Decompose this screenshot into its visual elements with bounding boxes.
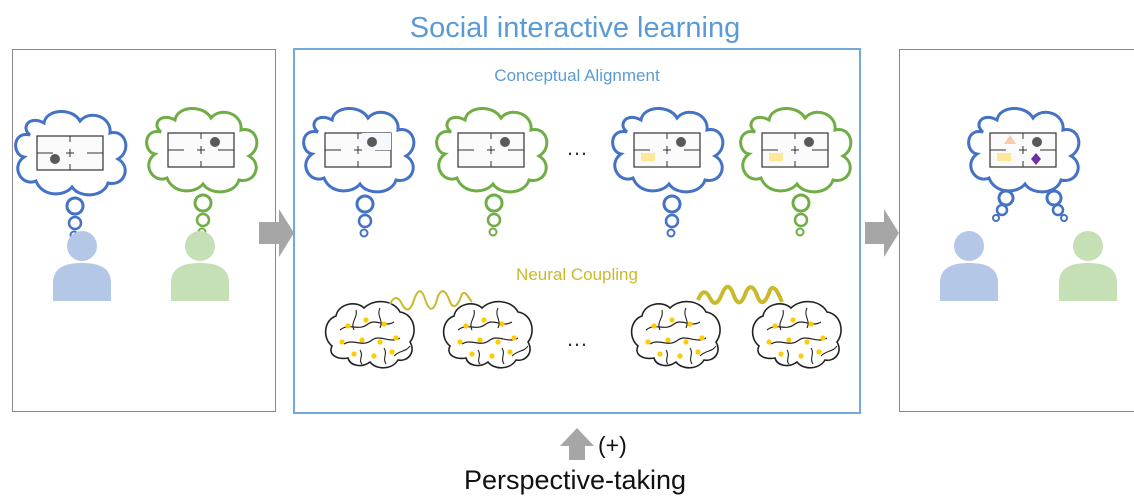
- concept-token: [1032, 137, 1042, 147]
- concept-token: [676, 137, 686, 147]
- thought-bubbles-icon: [193, 193, 213, 237]
- wave-icon: [696, 284, 784, 305]
- arrow-up-icon: [560, 428, 594, 460]
- concept-token: [210, 137, 220, 147]
- diagram-title: Social interactive learning: [409, 12, 741, 44]
- concept-token: [500, 137, 510, 147]
- ellipsis-brains: …: [566, 326, 589, 351]
- conceptual-alignment-label: Conceptual Alignment: [494, 66, 660, 85]
- person-icon: [1059, 231, 1117, 301]
- thought-cloud-icon: [14, 109, 128, 197]
- thought-cloud-icon: [302, 106, 416, 194]
- concept-token: [997, 153, 1011, 161]
- wave-icon: [389, 290, 473, 311]
- concept-token: [367, 137, 377, 147]
- ellipsis-clouds: …: [566, 135, 589, 160]
- thought-cloud-icon: [739, 106, 853, 194]
- thought-bubbles-icon: [662, 194, 682, 238]
- brain-icon: [324, 300, 415, 369]
- person-icon: [171, 231, 229, 301]
- brain-icon: [630, 300, 721, 369]
- neural-coupling-label: Neural Coupling: [516, 265, 638, 284]
- plus-label: (+): [598, 432, 627, 458]
- thought-cloud-icon: [435, 106, 549, 194]
- thought-bubbles-icon: [355, 194, 375, 238]
- concept-token: [1004, 135, 1016, 144]
- thought-cloud-icon: [967, 106, 1081, 194]
- brain-icon: [751, 300, 842, 369]
- thought-bubbles-icon: [1045, 189, 1068, 222]
- arrow-right-icon: [865, 209, 899, 257]
- concept-token: [641, 153, 655, 161]
- thought-cloud-icon: [611, 106, 725, 194]
- concept-token: [804, 137, 814, 147]
- thought-bubbles-icon: [484, 193, 504, 237]
- thought-bubbles-icon: [791, 193, 811, 237]
- arrow-right-icon: [259, 209, 294, 257]
- thought-cloud-icon: [145, 106, 259, 194]
- person-icon: [53, 231, 111, 301]
- concept-token: [50, 154, 60, 164]
- thought-bubbles-icon: [992, 189, 1015, 222]
- perspective-taking-label: Perspective-taking: [463, 465, 687, 495]
- concept-token: [1031, 153, 1041, 165]
- person-icon: [940, 231, 998, 301]
- concept-token: [769, 153, 783, 161]
- brain-icon: [442, 300, 533, 369]
- panel-before: [12, 49, 276, 412]
